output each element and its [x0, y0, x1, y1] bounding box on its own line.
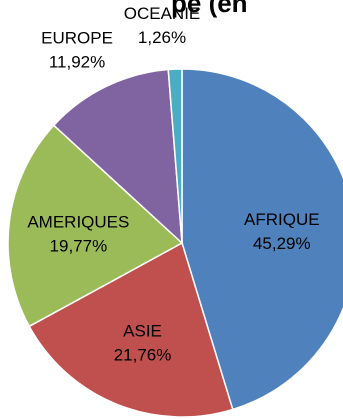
chart-title-fragment: pe (en [171, 0, 248, 18]
pie-labels: AFRIQUE 45,29% ASIE 21,76% AMERIQUES 19,77% EU… [27, 4, 319, 365]
slice-category-label: AMERIQUES [27, 212, 129, 231]
slice-category-label: EUROPE [41, 29, 113, 48]
pie-slices [7, 68, 343, 418]
pie-slice-europe [52, 68, 183, 245]
pie-slice-asie [28, 241, 234, 418]
pie-slice-oceanie [167, 68, 183, 244]
slice-value-label: 11,92% [49, 53, 105, 72]
slice-value-label: 45,29% [253, 234, 311, 253]
slice-value-label: 19,77% [50, 236, 108, 255]
slice-category-label: AFRIQUE [244, 210, 320, 229]
slice-value-label: 21,76% [114, 346, 172, 365]
slice-value-label: 1,26% [138, 28, 186, 47]
pie-slice-afrique [181, 68, 343, 411]
slice-category-label: OCEANIE [124, 4, 201, 23]
slice-category-label: ASIE [123, 322, 162, 341]
pie-slice-ameriques [7, 124, 184, 328]
